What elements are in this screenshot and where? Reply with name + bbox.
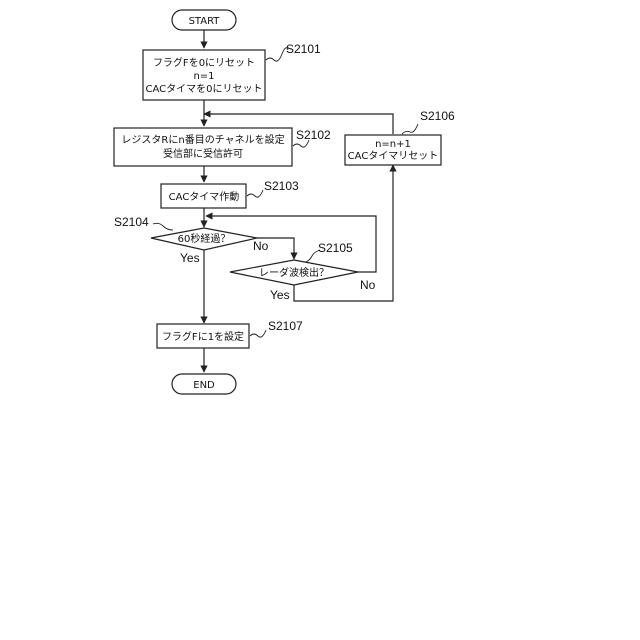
s2101-line-3: CACタイマを0にリセット xyxy=(146,83,263,95)
s2104-step-label: S2104 xyxy=(114,215,149,229)
s2105-no-label: No xyxy=(360,278,376,292)
s2104-decision: 60秒経過？ xyxy=(151,228,257,250)
s2104-leader xyxy=(153,223,173,230)
s2101-line-1: フラグFを0にリセット xyxy=(153,56,255,69)
s2104-no-label: No xyxy=(253,239,269,253)
start-text: START xyxy=(189,16,221,27)
s2107-leader xyxy=(250,330,266,337)
s2101-step-label: S2101 xyxy=(286,42,321,56)
s2101-line-2: n=1 xyxy=(193,71,214,82)
s2101-leader xyxy=(266,48,288,61)
s2107-process: フラグFに1を設定 xyxy=(157,324,249,348)
s2105-step-label: S2105 xyxy=(318,241,353,255)
s2104-text: 60秒経過？ xyxy=(178,232,231,245)
s2105-yes-label: Yes xyxy=(270,288,290,302)
s2106-line-2: CACタイマリセット xyxy=(348,150,439,162)
s2103-leader xyxy=(247,190,263,197)
s2102-step-label: S2102 xyxy=(296,128,331,142)
s2103-step-label: S2103 xyxy=(264,179,299,193)
s2107-step-label: S2107 xyxy=(268,319,303,333)
s2105-decision: レーダ波検出？ xyxy=(230,260,358,285)
s2106-step-label: S2106 xyxy=(420,109,455,123)
s2102-line-2: 受信部に受信許可 xyxy=(163,147,243,160)
s2106-line-1: n=n+1 xyxy=(375,139,411,150)
end-text: END xyxy=(193,380,215,391)
s2102-process: レジスタRにn番目のチャネルを設定 受信部に受信許可 xyxy=(114,128,292,166)
s2105-text: レーダ波検出？ xyxy=(259,266,329,279)
s2104-yes-label: Yes xyxy=(180,251,200,265)
s2106-process: n=n+1 CACタイマリセット xyxy=(345,135,441,165)
end-terminal: END xyxy=(172,374,236,394)
s2103-text: CACタイマ作動 xyxy=(169,190,240,203)
s2107-text: フラグFに1を設定 xyxy=(162,330,244,343)
s2102-line-1: レジスタRにn番目のチャネルを設定 xyxy=(121,133,284,146)
s2101-process: フラグFを0にリセット n=1 CACタイマを0にリセット xyxy=(143,50,265,100)
s2103-process: CACタイマ作動 xyxy=(161,184,246,208)
start-terminal: START xyxy=(172,10,236,30)
s2106-leader xyxy=(402,124,418,134)
